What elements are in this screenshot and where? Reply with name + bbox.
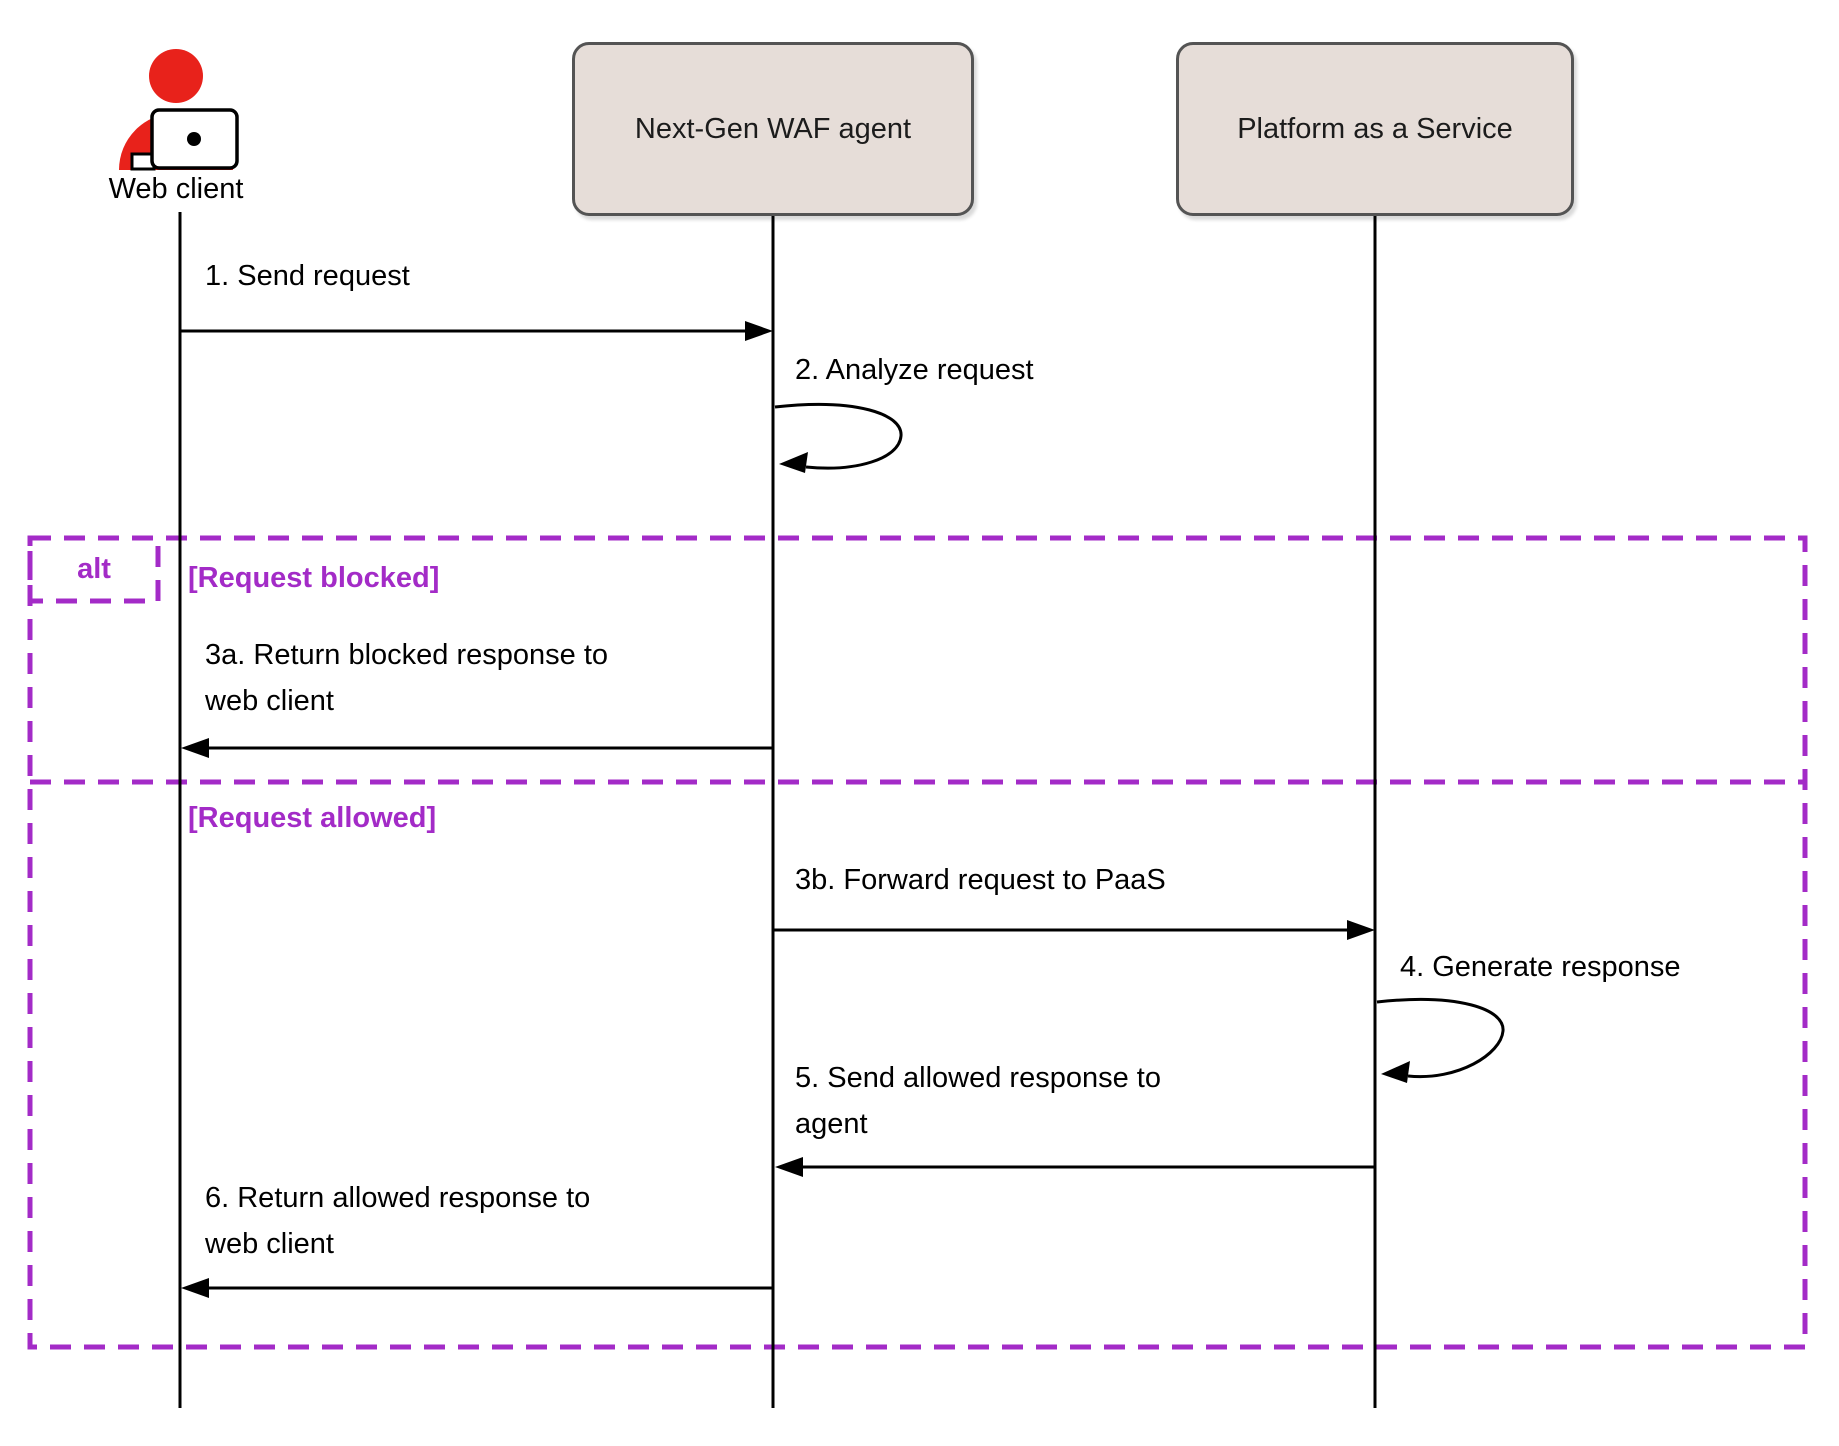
message-label-3b: 3b. Forward request to PaaS: [795, 864, 1166, 896]
message-arrow-3b: [773, 920, 1375, 940]
message-arrow-1: [181, 321, 773, 341]
guard-request-allowed: [Request allowed]: [188, 802, 437, 834]
message-label-6: 6. Return allowed response to web client: [205, 1175, 590, 1267]
arrowhead-left: [181, 738, 209, 758]
alt-operator-box: [27, 535, 161, 604]
self-loop-path: [1376, 998, 1505, 1079]
arrowhead-left: [1381, 1061, 1410, 1083]
message-label-4: 4. Generate response: [1400, 951, 1681, 983]
message-self-loop-2: [774, 403, 903, 473]
message-label-6-line2: web client: [205, 1228, 334, 1260]
message-label-5-line2: agent: [795, 1108, 868, 1140]
participant-label-web-client: Web client: [108, 173, 244, 205]
message-label-5-line1: 5. Send allowed response to: [795, 1062, 1161, 1094]
message-arrow-6: [181, 1278, 773, 1298]
arrowhead-right: [1347, 920, 1375, 940]
message-label-5: 5. Send allowed response to agent: [795, 1055, 1161, 1147]
message-label-3a-line2: web client: [205, 685, 334, 717]
self-loop-path: [774, 403, 903, 470]
message-label-1: 1. Send request: [205, 260, 410, 292]
arrowhead-left: [779, 452, 808, 473]
message-label-2: 2. Analyze request: [795, 354, 1034, 386]
arrowhead-left: [775, 1157, 803, 1177]
participant-box-paas: Platform as a Service: [1176, 42, 1574, 216]
person-at-laptop-icon: [119, 49, 239, 171]
message-label-3a: 3a. Return blocked response to web clien…: [205, 632, 608, 724]
actor-head: [149, 49, 203, 103]
message-arrow-3a: [181, 738, 773, 758]
participant-box-waf-agent: Next-Gen WAF agent: [572, 42, 974, 216]
guard-request-blocked: [Request blocked]: [188, 562, 440, 594]
alt-frame: [27, 535, 1808, 1350]
message-label-6-line1: 6. Return allowed response to: [205, 1182, 591, 1214]
message-self-loop-4: [1376, 998, 1505, 1083]
message-label-3a-line1: 3a. Return blocked response to: [205, 639, 609, 671]
participant-label-waf-agent: Next-Gen WAF agent: [634, 112, 912, 145]
arrowhead-right: [745, 321, 773, 341]
arrowhead-left: [181, 1278, 209, 1298]
participant-label-paas: Platform as a Service: [1237, 112, 1513, 145]
laptop-dot: [187, 132, 201, 146]
alt-operator-label: alt: [77, 553, 111, 585]
message-arrow-5: [775, 1157, 1375, 1177]
